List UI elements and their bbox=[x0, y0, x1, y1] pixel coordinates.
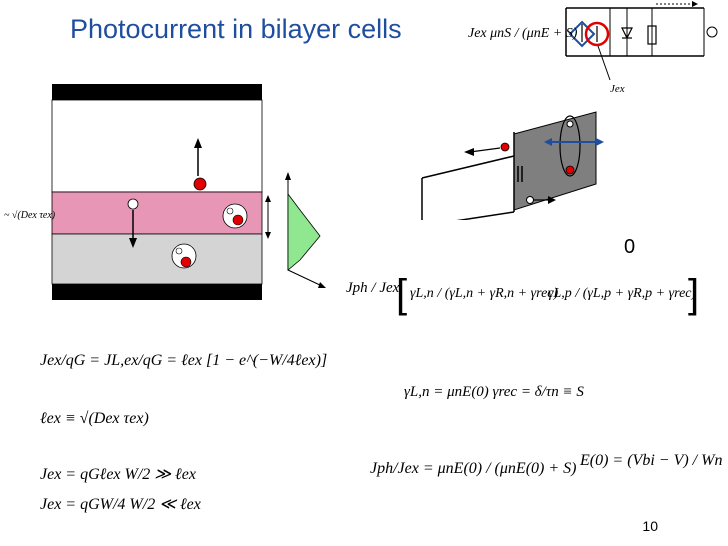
jph-term-2: γL,p / (γL,p + γR,p + γrec) bbox=[548, 286, 697, 301]
equivalent-circuit: Jex bbox=[565, 1, 718, 95]
jph-ratio-equation: Jph/Jex = μnE(0) / (μnE(0) + S) bbox=[370, 460, 577, 477]
terminal-icon bbox=[706, 26, 718, 38]
jph-term-1: γL,n / (γL,n + γR,n + γrec) bbox=[410, 286, 559, 301]
diffusion-length-label: ~ √(Dex τex) bbox=[4, 210, 56, 221]
limit-thick: Jex = qGℓex W/2 ≫ ℓex bbox=[40, 466, 196, 483]
current-source-icon bbox=[568, 20, 596, 48]
jph-over-jex-lhs: Jph / Jex bbox=[346, 280, 400, 296]
source-highlight-icon bbox=[584, 21, 610, 47]
bilayer-schematic: ~ √(Dex τex) bbox=[4, 84, 326, 300]
zero-label: 0 bbox=[624, 236, 636, 258]
jex-circuit-label: Jex bbox=[610, 83, 625, 95]
band-diagram bbox=[421, 111, 604, 220]
lex-definition: ℓex ≡ √(Dex τex) bbox=[40, 410, 149, 427]
e0-definition: E(0) = (Vbi − V) / Wn bbox=[580, 452, 723, 469]
limit-thin: Jex = qGW/4 W/2 ≪ ℓex bbox=[40, 496, 201, 513]
jex-over-qg-equation: Jex/qG = JL,ex/qG = ℓex [1 − e^(−W/4ℓex)… bbox=[40, 352, 328, 369]
electron-dot bbox=[193, 177, 207, 191]
acceptor-band bbox=[513, 111, 597, 211]
exciton-ellipse bbox=[559, 115, 581, 177]
exciton-profile bbox=[287, 192, 321, 271]
slide-title: Photocurrent in bilayer cells bbox=[70, 14, 402, 44]
gamma-definitions: γL,n = μnE(0) γrec = δ/τn ≡ S bbox=[404, 384, 584, 400]
circuit-source-equation: Jex μnS / (μnE + S) bbox=[468, 26, 578, 41]
page-number: 10 bbox=[642, 518, 658, 534]
acceptor-layer bbox=[51, 233, 263, 285]
